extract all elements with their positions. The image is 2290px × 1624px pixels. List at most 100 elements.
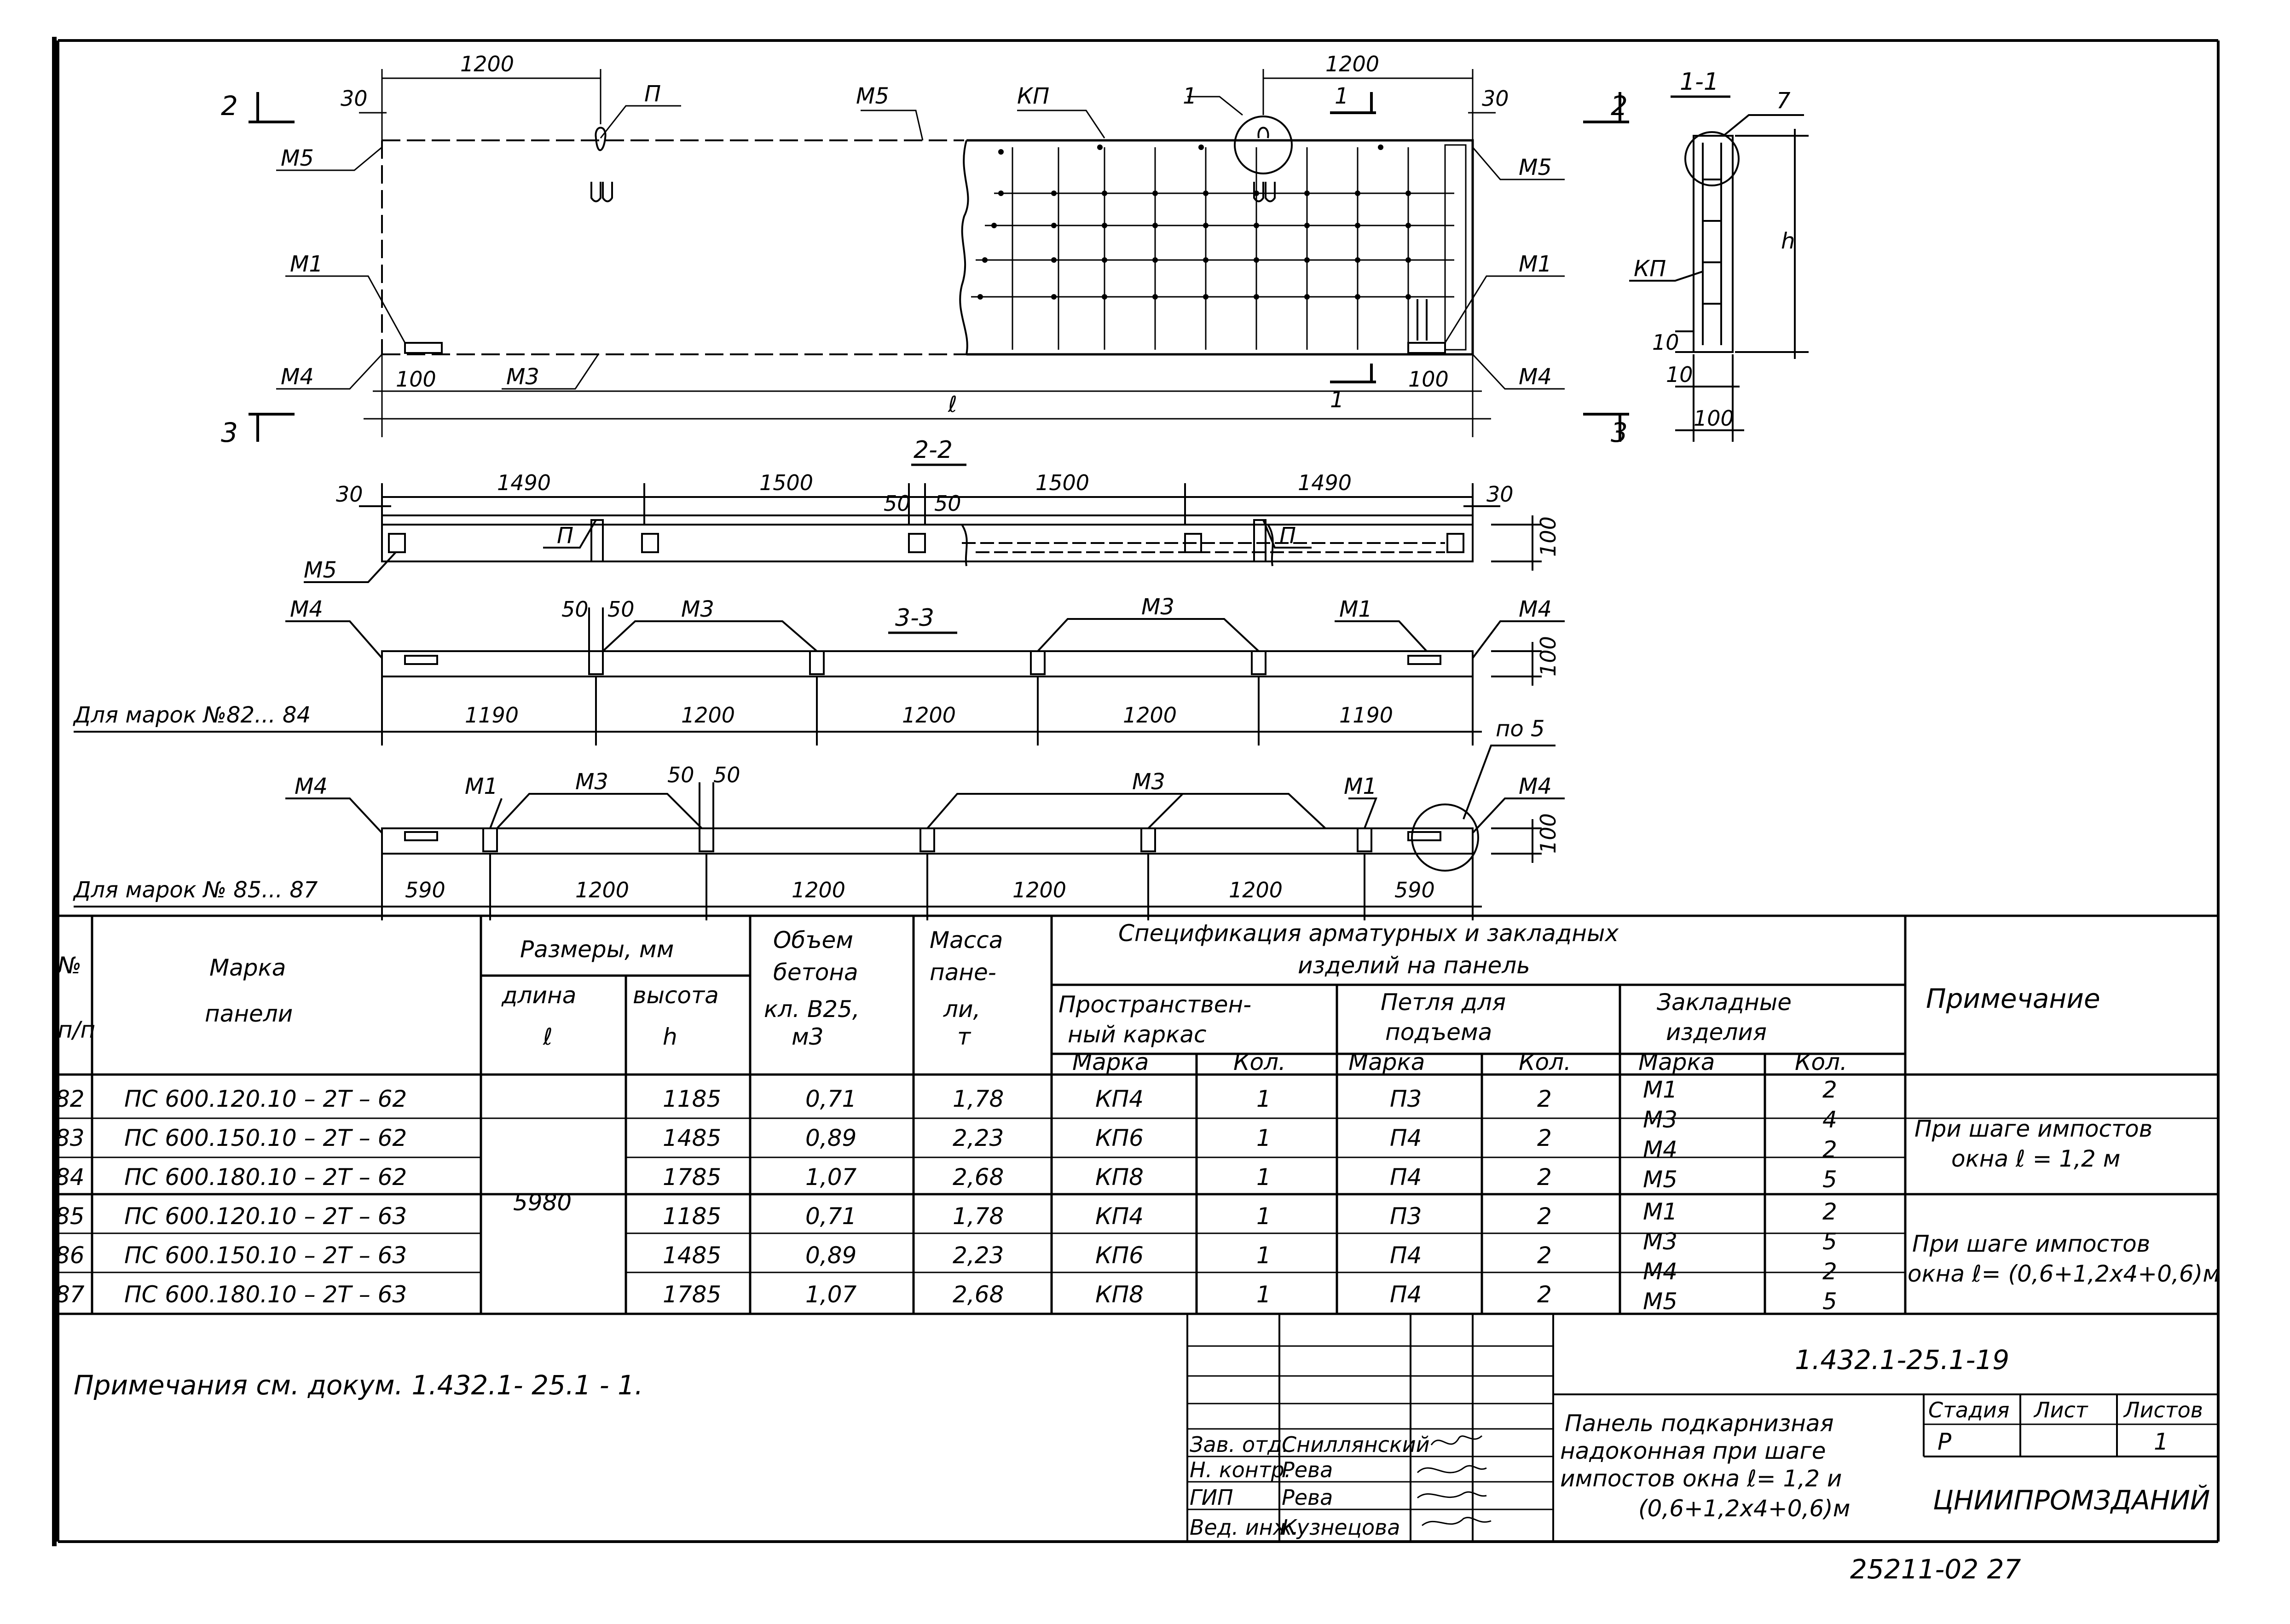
section-85-dim-50b: 50 — [713, 763, 740, 787]
row3-mark: ПС 600.180.10 – 2Т – 62 — [124, 1164, 407, 1191]
stamp-role-1: Зав. отд. — [1190, 1432, 1289, 1457]
th-num2: п/п — [58, 1017, 95, 1043]
section-3-3-caption: Для марок №82... 84 — [73, 702, 311, 728]
emb1-m1-q: 2 — [1822, 1076, 1837, 1103]
row2-n: 83 — [55, 1125, 85, 1151]
section-85-label-m3b: М3 — [1132, 769, 1165, 795]
plan-dimensions — [249, 69, 1629, 442]
stamp-name-2: Рева — [1282, 1457, 1333, 1482]
th-kol-frame: Кол. — [1233, 1049, 1286, 1075]
section-85-label-po5: по 5 — [1496, 716, 1545, 742]
section-2-2-dim-1500a: 1500 — [759, 470, 813, 495]
plan-label-1-cut-top: 1 — [1335, 83, 1349, 109]
row6-loop: П4 — [1390, 1281, 1422, 1308]
section-3-3-dim-50a: 50 — [561, 597, 589, 622]
row6-vol: 1,07 — [805, 1281, 857, 1308]
th-mass3: ли, — [943, 996, 980, 1023]
th-mass: Масса — [930, 927, 1003, 954]
plan-dim-length: ℓ — [948, 392, 957, 417]
row5-frame-q: 1 — [1256, 1242, 1271, 1269]
stamp-name-3: Рева — [1282, 1485, 1333, 1510]
th-num: № — [56, 952, 81, 979]
plan-label-loop: П — [644, 81, 661, 107]
signatures — [1417, 1435, 1492, 1526]
stamp-stage: Р — [1937, 1428, 1952, 1455]
row5-mark: ПС 600.150.10 – 2Т – 63 — [124, 1242, 407, 1269]
stamp-name-4: Кузнецова — [1282, 1515, 1400, 1540]
row3-mass: 2,68 — [953, 1164, 1004, 1191]
row4-mass: 1,78 — [953, 1203, 1004, 1230]
plan-label-m5-top: М5 — [856, 83, 889, 109]
plan-label-m4-right: М4 — [1519, 364, 1552, 390]
section-85-dim-2: 1200 — [575, 878, 629, 902]
title-block-grid — [1186, 1314, 2218, 1542]
emb2-m3: М3 — [1643, 1228, 1677, 1255]
row3-n: 84 — [55, 1164, 85, 1191]
section-2-2-dim-100: 100 — [1536, 516, 1561, 557]
th-vol3: кл. В25, — [764, 996, 860, 1023]
th-spec: Спецификация арматурных и закладных — [1118, 920, 1619, 947]
row4-loop-q: 2 — [1537, 1203, 1552, 1230]
archive-number: 25211-02 27 — [1850, 1554, 2021, 1585]
section-2-2-dim-30a: 30 — [336, 482, 363, 507]
row6-frame: КП8 — [1095, 1281, 1144, 1308]
note-group1-a: При шаге импостов — [1914, 1115, 2152, 1142]
section-1-1-label-h: h — [1781, 228, 1795, 254]
th-emb2: изделия — [1666, 1019, 1767, 1046]
general-notes: Примечания см. докум. 1.432.1- 25.1 - 1. — [74, 1370, 643, 1401]
section-2-2-dim-1490a: 1490 — [497, 470, 551, 495]
stamp-title-4: (0,6+1,2х4+0,6)м — [1638, 1495, 1850, 1522]
row2-mass: 2,23 — [953, 1125, 1004, 1151]
cut-1-bottom: 1 — [1330, 387, 1344, 413]
th-mark2: панели — [205, 1000, 293, 1027]
row1-frame: КП4 — [1095, 1086, 1144, 1112]
row1-loop-q: 2 — [1537, 1086, 1552, 1112]
plan-label-m1-left: М1 — [290, 251, 323, 277]
plan-label-1: 1 — [1183, 83, 1197, 109]
section-1-1-label-7: 7 — [1776, 88, 1791, 114]
th-note: Примечание — [1926, 983, 2100, 1014]
row2-frame: КП6 — [1095, 1125, 1144, 1151]
row5-loop-q: 2 — [1537, 1242, 1552, 1269]
text-layer: 1200 1200 30 30 100 100 ℓ П М5 КП 1 1 М5… — [55, 52, 2220, 1585]
m1-plate-left — [404, 342, 443, 354]
section-1-1-dim-10a: 10 — [1652, 330, 1679, 355]
plan-label-m3: М3 — [506, 364, 539, 390]
plan-label-m4-left: М4 — [281, 364, 314, 390]
panel-plan — [381, 116, 1474, 356]
emb2-m4-q: 2 — [1822, 1258, 1837, 1285]
section-85-label-m1-left: М1 — [465, 774, 498, 799]
section-1-1-title: 1-1 — [1680, 68, 1719, 96]
row3-frame: КП8 — [1095, 1164, 1144, 1191]
section-85-label-m4-left: М4 — [295, 774, 328, 799]
section-2-2-dim-50a: 50 — [884, 491, 911, 516]
row4-mark: ПС 600.120.10 – 2Т – 63 — [124, 1203, 407, 1230]
row5-mass: 2,23 — [953, 1242, 1004, 1269]
stamp-org: ЦНИИПРОМЗДАНИЙ — [1933, 1484, 2210, 1516]
row6-n: 87 — [55, 1281, 85, 1308]
section-85-label-m1-right: М1 — [1344, 774, 1377, 799]
th-kol-loop: Кол. — [1519, 1049, 1571, 1075]
section-3-3-dim-5: 1190 — [1339, 703, 1393, 728]
emb1-m4: М4 — [1643, 1136, 1677, 1163]
section-85-dim-3: 1200 — [792, 878, 845, 902]
cut-2-left: 2 — [221, 90, 238, 121]
lifting-loop-right — [1234, 116, 1293, 202]
stamp-role-3: ГИП — [1190, 1485, 1233, 1510]
plan-dim-100-right: 100 — [1408, 367, 1449, 392]
row4-loop: П3 — [1390, 1203, 1422, 1230]
note-group2-b: окна ℓ= (0,6+1,2х4+0,6)м — [1908, 1260, 2220, 1287]
cut-3-left: 3 — [221, 417, 238, 448]
emb2-m3-q: 5 — [1822, 1228, 1837, 1255]
length-merged: 5980 — [513, 1189, 572, 1216]
emb2-m5: М5 — [1643, 1288, 1677, 1315]
stamp-title-3: импостов окна ℓ= 1,2 и — [1560, 1465, 1842, 1492]
row1-n: 82 — [55, 1086, 85, 1112]
cut-2-right: 2 — [1611, 90, 1628, 121]
th-mark: Марка — [209, 954, 286, 981]
plan-grid-dots — [977, 144, 1411, 300]
row6-mark: ПС 600.180.10 – 2Т – 63 — [124, 1281, 407, 1308]
th-len: длина — [501, 982, 576, 1009]
th-loop2: подъема — [1385, 1019, 1492, 1046]
plan-label-m5-left: М5 — [281, 145, 314, 171]
